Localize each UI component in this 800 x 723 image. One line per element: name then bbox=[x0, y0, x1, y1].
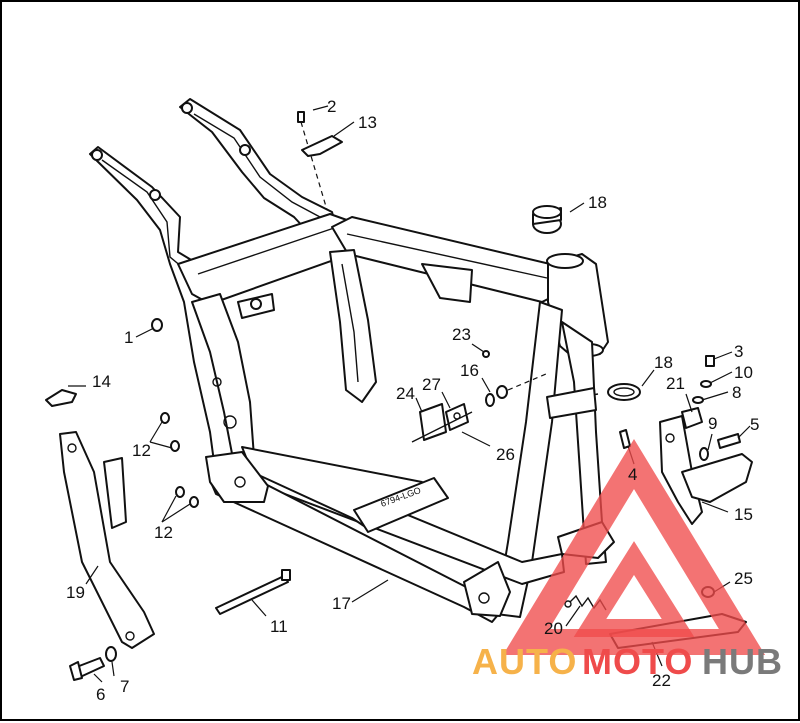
bolt-6 bbox=[69, 657, 105, 681]
main-frame: 6794-LGO bbox=[89, 98, 615, 623]
callout-13: 13 bbox=[358, 113, 377, 132]
washer-9 bbox=[699, 447, 709, 461]
callout-27: 27 bbox=[422, 375, 441, 394]
callout-24: 24 bbox=[396, 384, 415, 403]
watermark-text-moto: MOTO bbox=[582, 641, 693, 682]
watermark-text-auto: AUTO bbox=[472, 641, 577, 682]
bracket-21 bbox=[681, 407, 703, 429]
callout-12-lower: 12 bbox=[154, 523, 173, 542]
watermark-triangle-outer bbox=[502, 438, 766, 655]
callout-3: 3 bbox=[734, 342, 743, 361]
callout-21: 21 bbox=[666, 374, 685, 393]
callout-23: 23 bbox=[452, 325, 471, 344]
callout-10: 10 bbox=[734, 363, 753, 382]
callout-6: 6 bbox=[96, 685, 105, 704]
callout-19: 19 bbox=[66, 583, 85, 602]
watermark-triangle-inner bbox=[573, 541, 695, 637]
callout-20: 20 bbox=[544, 619, 563, 638]
grommet-1 bbox=[151, 318, 163, 332]
plate-24 bbox=[419, 403, 447, 441]
callout-2: 2 bbox=[327, 97, 336, 116]
screw-2 bbox=[297, 111, 328, 211]
washer-10 bbox=[700, 380, 712, 388]
callout-5: 5 bbox=[750, 415, 759, 434]
cover-19 bbox=[59, 431, 155, 649]
callout-12-upper: 12 bbox=[132, 441, 151, 460]
callout-18-lower: 18 bbox=[654, 353, 673, 372]
callout-8: 8 bbox=[732, 383, 741, 402]
washer-8 bbox=[692, 396, 704, 404]
callout-18-upper: 18 bbox=[588, 193, 607, 212]
bearing-cup-18-lower bbox=[607, 383, 641, 401]
callout-15: 15 bbox=[734, 505, 753, 524]
callout-4: 4 bbox=[628, 465, 637, 484]
callout-25: 25 bbox=[734, 569, 753, 588]
callout-16: 16 bbox=[460, 361, 479, 380]
bolt-3 bbox=[705, 355, 715, 367]
callout-17: 17 bbox=[332, 594, 351, 613]
pin-4 bbox=[619, 429, 631, 449]
watermark-text-hub: HUB bbox=[702, 641, 783, 682]
bracket-26-outline bbox=[411, 411, 473, 443]
strap-11 bbox=[215, 569, 291, 615]
leader-lines bbox=[68, 105, 751, 683]
callout-9: 9 bbox=[708, 414, 717, 433]
callout-labels: 1 2 3 4 5 6 7 8 9 10 11 12 12 13 14 15 1… bbox=[66, 97, 759, 704]
bolt-5 bbox=[717, 433, 741, 449]
callout-1: 1 bbox=[124, 328, 133, 347]
callout-7: 7 bbox=[120, 677, 129, 696]
clip-13 bbox=[301, 135, 343, 157]
callout-11: 11 bbox=[270, 617, 288, 636]
bearing-cup-18-upper bbox=[532, 205, 562, 234]
cap-14 bbox=[45, 389, 77, 407]
watermark-logo: AUTO MOTO HUB bbox=[472, 438, 783, 682]
callout-14: 14 bbox=[92, 372, 111, 391]
callout-22: 22 bbox=[652, 671, 671, 690]
washer-7 bbox=[105, 646, 117, 662]
callout-26: 26 bbox=[496, 445, 515, 464]
bracket-15 bbox=[659, 415, 753, 525]
bushing-16 bbox=[485, 373, 547, 407]
nut-23 bbox=[482, 350, 490, 358]
plugs-12 bbox=[160, 412, 199, 508]
